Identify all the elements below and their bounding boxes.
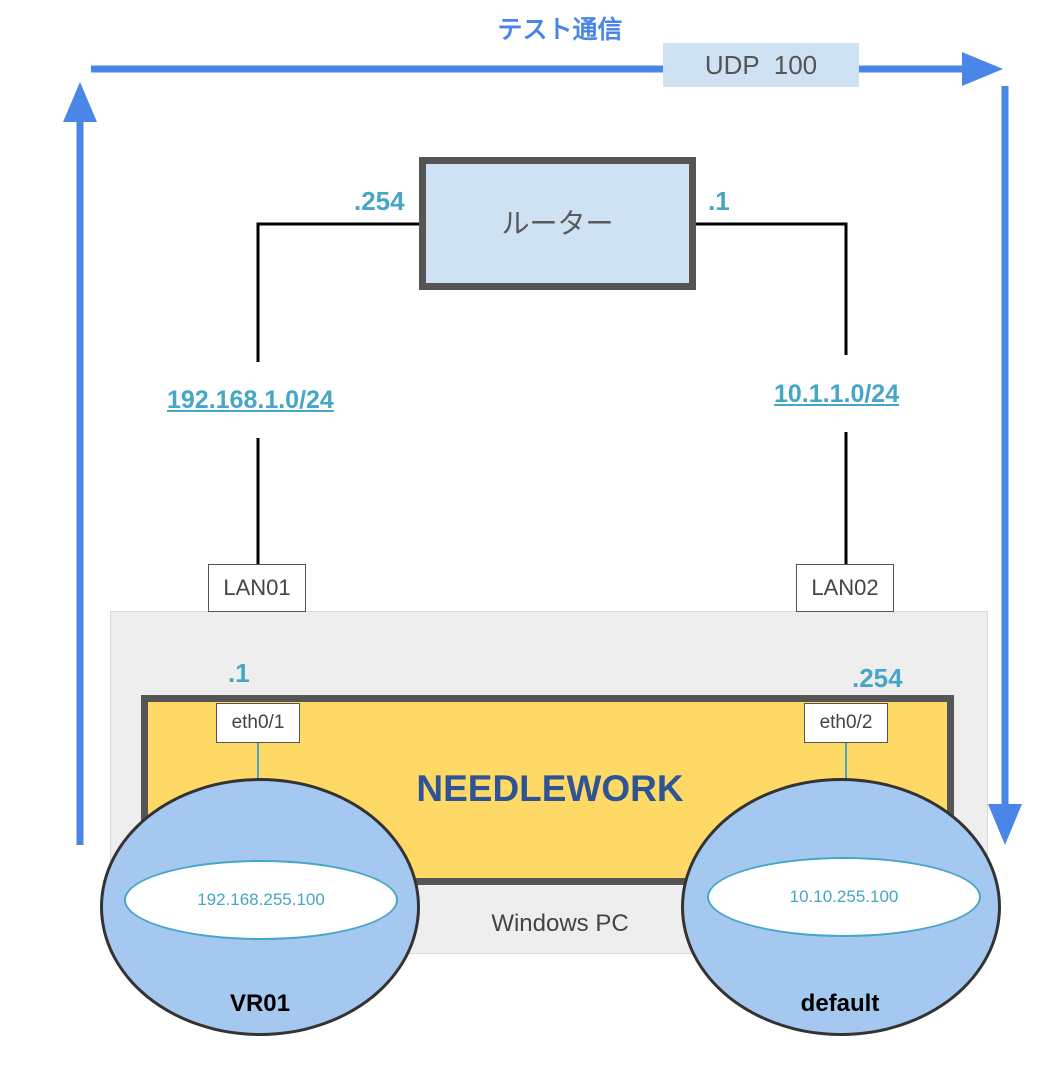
- router-label: ルーター: [501, 207, 614, 240]
- arrow-right-head: [962, 52, 1003, 86]
- needlework-label: NEEDLEWORK: [416, 768, 684, 809]
- vr01-name: VR01: [229, 990, 291, 1017]
- lan02-port: LAN02: [796, 564, 894, 612]
- host-left-ip: .1: [228, 658, 250, 688]
- router-box: ルーター: [419, 157, 696, 290]
- eth01-label: eth0/1: [231, 712, 285, 733]
- lan02-label: LAN02: [811, 575, 879, 600]
- windows-pc-label: Windows PC: [491, 910, 629, 937]
- default-vr-ip: 10.10.255.100: [789, 887, 899, 906]
- right-subnet-label: 10.1.1.0/24: [774, 380, 900, 408]
- router-left-ip: .254: [354, 186, 405, 216]
- router-left-link: [256, 222, 419, 362]
- eth02-label: eth0/2: [819, 712, 873, 733]
- vr01-ip: 192.168.255.100: [197, 890, 325, 909]
- default-vr-ip-oval: 10.10.255.100: [707, 857, 981, 937]
- left-subnet-label: 192.168.1.0/24: [167, 386, 334, 414]
- default-vr-name: default: [800, 990, 880, 1017]
- arrow-up-head: [63, 82, 97, 122]
- test-flow-arrow: [63, 52, 1022, 845]
- eth01-port: eth0/1: [216, 703, 300, 743]
- router-right-link: [696, 222, 848, 355]
- vr01-ip-oval: 192.168.255.100: [124, 860, 398, 940]
- eth02-port: eth0/2: [804, 703, 888, 743]
- test-flow-title: テスト通信: [497, 15, 623, 44]
- host-right-ip: .254: [852, 663, 903, 693]
- router-right-ip: .1: [708, 186, 730, 216]
- lan01-port: LAN01: [208, 564, 306, 612]
- protocol-label: UDP 100: [663, 43, 859, 87]
- lan01-label: LAN01: [223, 575, 291, 600]
- arrow-down-head: [988, 804, 1022, 845]
